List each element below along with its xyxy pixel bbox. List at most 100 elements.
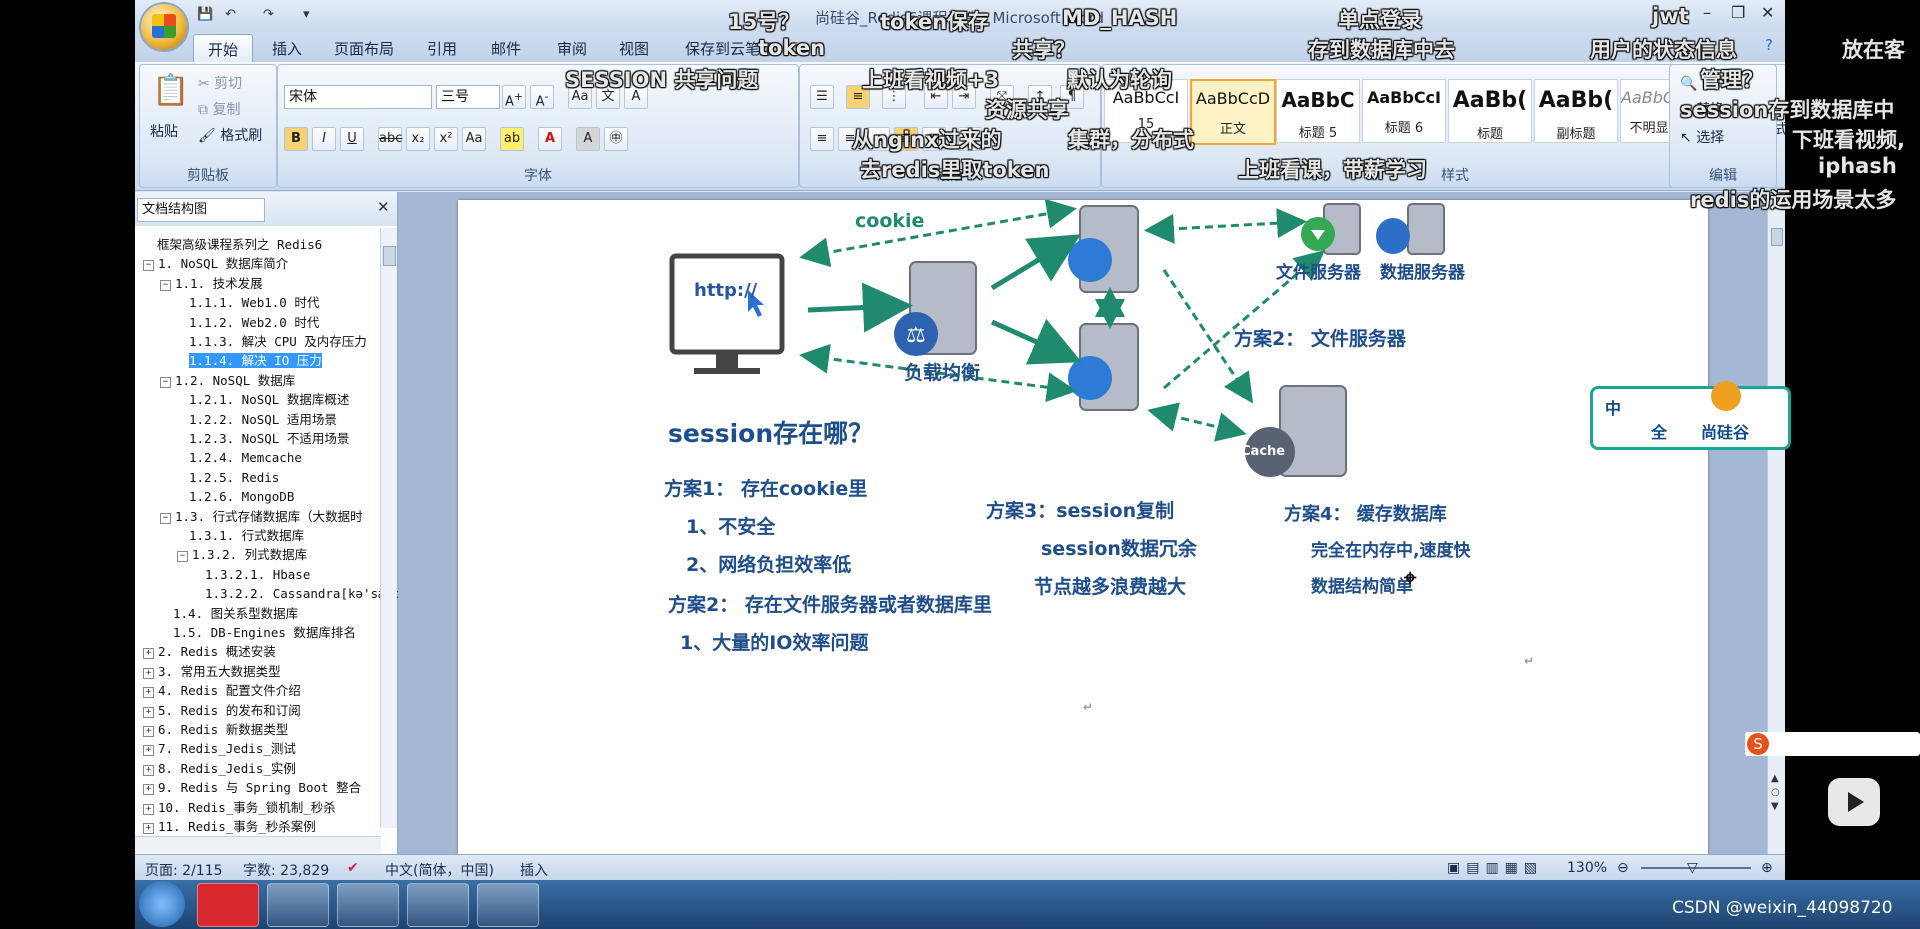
expand-icon[interactable]: + (143, 648, 154, 660)
nav-item[interactable]: 1.5. DB-Engines 数据库排名 (173, 624, 356, 642)
tab-insert[interactable]: 插入 (272, 40, 303, 58)
save-icon[interactable]: 💾 (197, 7, 214, 22)
paste-icon[interactable]: 📋 (152, 73, 190, 108)
show-marks-icon[interactable]: ¶ (1060, 85, 1084, 109)
increase-indent-icon[interactable]: ⇥ (952, 85, 976, 109)
bold-icon[interactable]: B (284, 127, 308, 151)
nav-item[interactable]: 1.2.1. NoSQL 数据库概述 (189, 391, 349, 409)
nav-item[interactable]: +9. Redis 与 Spring Boot 整合 (143, 779, 361, 797)
nav-item[interactable]: +5. Redis 的发布和订阅 (143, 702, 301, 720)
style-tile-subtitle[interactable]: AaBb(副标题 (1534, 79, 1618, 143)
italic-icon[interactable]: I (312, 127, 336, 151)
nav-item[interactable]: 1.3.2.1. Hbase (205, 566, 310, 584)
bullets-icon[interactable]: ☰ (810, 85, 834, 109)
help-icon[interactable]: ? (1765, 36, 1773, 54)
minimize-icon[interactable]: – (1703, 3, 1711, 22)
nav-scrollbar[interactable] (380, 228, 397, 828)
taskbar-browser-icon[interactable] (267, 883, 329, 927)
nav-item[interactable]: +11. Redis_事务_秒杀案例 (143, 818, 316, 836)
undo-icon[interactable]: ↶ (225, 7, 236, 22)
shrink-font-icon[interactable]: A- (530, 85, 554, 109)
ime-toolbar[interactable]: 中 全 尚硅谷 (1590, 381, 1791, 450)
collapse-icon[interactable]: − (160, 512, 171, 524)
distributed-icon[interactable]: ▥ (922, 127, 946, 151)
zoom-in-icon[interactable]: ⊕ (1761, 860, 1773, 876)
clear-format-icon[interactable]: Aa (568, 85, 592, 109)
document-map-select[interactable]: 文档结构图 (137, 198, 265, 222)
nav-item[interactable]: 1.2.5. Redis (189, 469, 279, 487)
multilevel-list-icon[interactable]: ⋮ (882, 85, 906, 109)
nav-item[interactable]: −1.2. NoSQL 数据库 (160, 372, 295, 390)
taskbar-word-icon[interactable] (337, 883, 399, 927)
decrease-indent-icon[interactable]: ⇤ (924, 85, 948, 109)
office-button[interactable] (141, 4, 187, 50)
nav-item[interactable]: 1.4. 图关系型数据库 (173, 605, 298, 623)
close-icon[interactable]: ✕ (1761, 3, 1775, 22)
nav-item[interactable]: 1.2.3. NoSQL 不适用场景 (189, 430, 349, 448)
change-case-icon[interactable]: Aa (462, 127, 486, 151)
tab-review[interactable]: 审阅 (557, 40, 588, 58)
font-color-icon[interactable]: A (538, 127, 562, 151)
quick-access-menu-icon[interactable]: ▾ (303, 7, 310, 22)
close-pane-icon[interactable]: ✕ (377, 198, 390, 216)
justify-icon[interactable]: ≣ (894, 127, 918, 151)
nav-item[interactable]: +4. Redis 配置文件介绍 (143, 682, 301, 700)
format-painter-button[interactable]: 🖌 格式刷 (198, 128, 263, 144)
find-button[interactable]: 🔍 查找 (1680, 76, 1730, 92)
tab-references[interactable]: 引用 (427, 40, 458, 58)
sort-icon[interactable]: ↕ (1028, 85, 1052, 109)
char-border-icon[interactable]: A (624, 85, 648, 109)
zoom-thumb[interactable]: ▽ (1687, 860, 1698, 876)
nav-item[interactable]: 1.2.4. Memcache (189, 449, 302, 467)
nav-item[interactable]: 1.3.2.2. Cassandra[kə'sændrə] (205, 585, 423, 603)
taskbar-explorer-icon[interactable] (477, 883, 539, 927)
nav-hscrollbar[interactable] (135, 836, 381, 853)
collapse-icon[interactable]: − (160, 279, 171, 291)
taskbar-paint-icon[interactable] (407, 883, 469, 927)
tab-home[interactable]: 开始 (193, 34, 254, 64)
phonetic-icon[interactable]: 文 (596, 85, 620, 109)
zoom-out-icon[interactable]: ⊖ (1617, 860, 1629, 876)
chinese-layout-icon[interactable]: ⤧ (990, 85, 1014, 109)
view-buttons[interactable]: ▣▤▥▦▧ (1447, 860, 1544, 876)
video-play-icon[interactable] (1828, 778, 1880, 826)
tab-view[interactable]: 视图 (619, 40, 650, 58)
nav-item[interactable]: +10. Redis_事务_锁机制_秒杀 (143, 799, 336, 817)
nav-item[interactable]: 1.2.6. MongoDB (189, 488, 294, 506)
copy-button[interactable]: ⧉ 复制 (198, 102, 241, 118)
expand-icon[interactable]: + (143, 823, 154, 834)
sogou-toolbar[interactable]: S (1745, 732, 1920, 756)
line-spacing-icon[interactable]: ↨ (958, 127, 982, 151)
superscript-icon[interactable]: x² (434, 127, 458, 151)
char-shading-icon[interactable]: A (576, 127, 600, 151)
redo-icon[interactable]: ↷ (263, 7, 274, 22)
nav-item[interactable]: 1.2.2. NoSQL 适用场景 (189, 411, 337, 429)
align-right-icon[interactable]: ≡ (866, 127, 890, 151)
subscript-icon[interactable]: x₂ (406, 127, 430, 151)
nav-item[interactable]: 1.1.3. 解决 CPU 及内存压力 (189, 333, 367, 351)
expand-icon[interactable]: + (143, 706, 154, 718)
nav-item[interactable]: −1.1. 技术发展 (160, 275, 263, 293)
proofing-icon[interactable]: ✔ (347, 860, 359, 876)
style-tile-title[interactable]: AaBb(标题 (1448, 79, 1532, 143)
cut-button[interactable]: ✂ 剪切 (198, 76, 243, 92)
taskbar-xmind-icon[interactable] (197, 883, 259, 927)
collapse-icon[interactable]: − (160, 376, 171, 388)
tab-page-layout[interactable]: 页面布局 (334, 40, 395, 58)
page-count[interactable]: 页面: 2/115 (145, 863, 223, 879)
strikethrough-icon[interactable]: abc (378, 127, 402, 151)
paste-button[interactable]: 粘贴 (150, 124, 178, 140)
replace-button[interactable]: ⇄ 替换 (1680, 102, 1725, 118)
expand-icon[interactable]: + (143, 784, 154, 796)
align-center-icon[interactable]: ≡ (838, 127, 862, 151)
tab-mailings[interactable]: 邮件 (491, 40, 522, 58)
start-button[interactable] (139, 881, 185, 927)
nav-item[interactable]: 1.1.2. Web2.0 时代 (189, 314, 319, 332)
zoom-slider[interactable] (1641, 867, 1751, 869)
nav-item[interactable]: +2. Redis 概述安装 (143, 643, 276, 661)
nav-item[interactable]: −1.3. 行式存储数据库（大数据时 (160, 508, 363, 526)
